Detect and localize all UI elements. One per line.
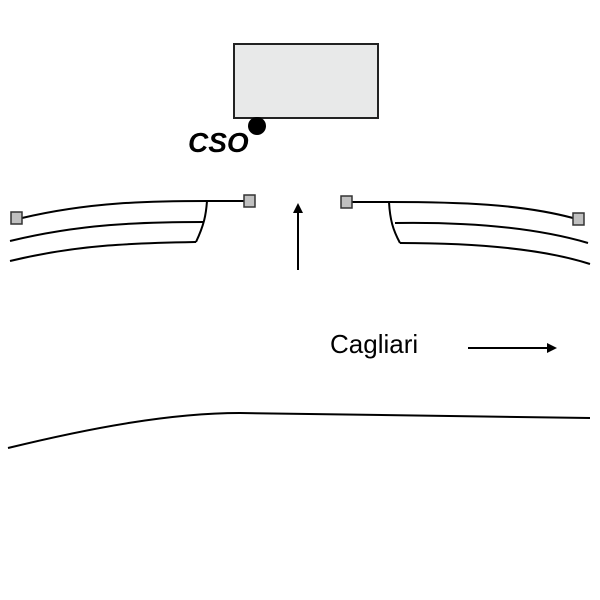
- right-pier-marker-outer: [572, 212, 585, 226]
- left-pier-marker-inner: [243, 194, 256, 208]
- right-pier: [352, 201, 591, 265]
- cso-label: CSO: [188, 127, 249, 158]
- left-pier: [9, 200, 244, 262]
- shoreline: [7, 411, 591, 449]
- building: [233, 43, 379, 119]
- right-pier-marker-inner: [340, 195, 353, 209]
- left-pier-marker-outer: [10, 211, 23, 225]
- city-label: Cagliari: [330, 329, 418, 359]
- cso-point: [248, 117, 266, 135]
